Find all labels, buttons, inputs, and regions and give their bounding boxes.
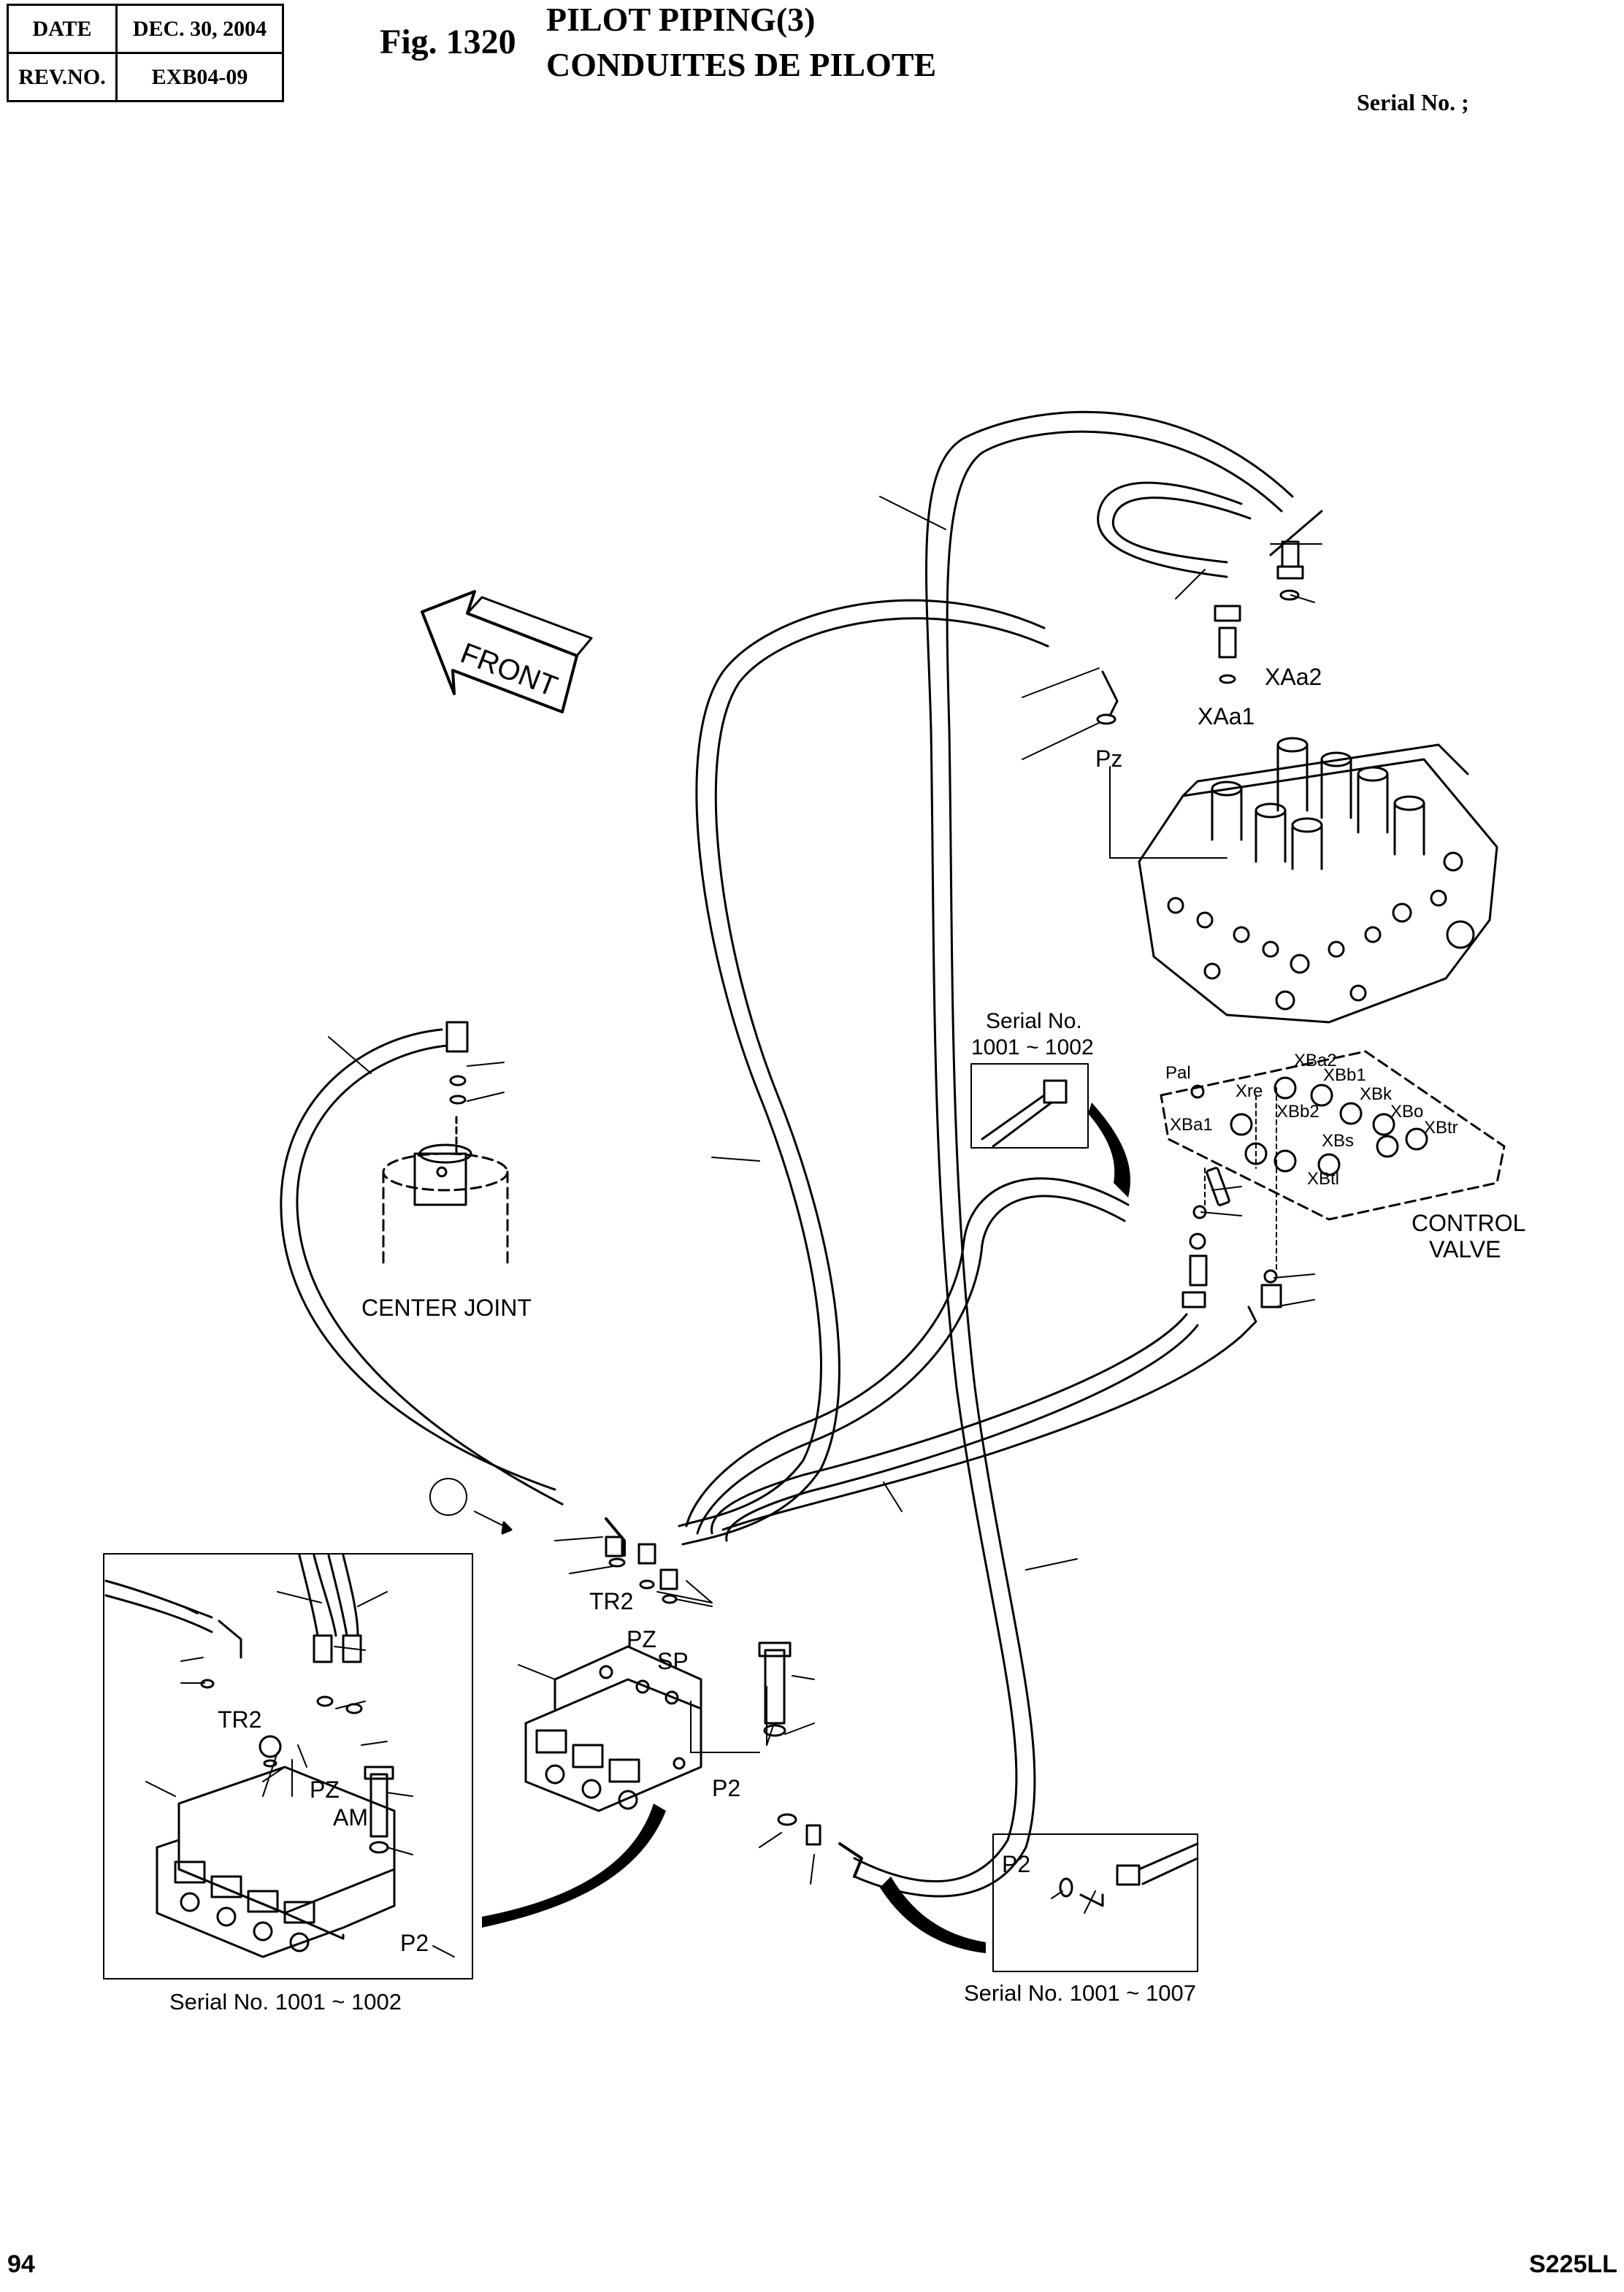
label-xbtr: XBtr <box>1424 1118 1458 1138</box>
label-xbb2: XBb2 <box>1276 1102 1320 1122</box>
cv-fittings <box>1181 1167 1282 1338</box>
label-xaa2: XAa2 <box>1265 664 1322 690</box>
control-valve-body <box>1138 737 1498 1024</box>
label-p2: P2 <box>712 1775 740 1801</box>
label-xbk: XBk <box>1360 1084 1393 1104</box>
rev-value: EXB04-09 <box>115 52 284 102</box>
label-inset-pz: PZ <box>310 1777 340 1803</box>
label-xba1: XBa1 <box>1170 1115 1213 1135</box>
top-inset <box>970 1063 1089 1149</box>
diagram-labels: XAa2 XAa1 Pz Serial No. 1001 ~ 1002 Pal … <box>169 664 1525 2015</box>
spool-caps <box>1211 737 1425 870</box>
detail-marker <box>429 1478 513 1535</box>
serial-number-heading: Serial No. ; <box>1357 89 1469 115</box>
label-pz: PZ <box>627 1626 656 1652</box>
label-center-joint: CENTER JOINT <box>361 1295 532 1321</box>
label-inset-serial: Serial No. 1001 ~ 1002 <box>169 1989 402 2015</box>
date-value: DEC. 30, 2004 <box>115 4 284 54</box>
label-inset-tr2: TR2 <box>218 1706 261 1733</box>
date-label: DATE <box>7 4 118 54</box>
center-joint <box>382 1116 509 1265</box>
left-inset <box>103 1553 473 1979</box>
label-tr2: TR2 <box>589 1588 633 1614</box>
long-hose-loop <box>853 410 1294 1898</box>
top-fittings <box>1096 481 1323 725</box>
label-control: CONTROL <box>1412 1210 1525 1236</box>
label-xbo: XBo <box>1390 1102 1423 1122</box>
pilot-block-fittings <box>605 1517 863 1878</box>
label-xbb1: XBb1 <box>1323 1065 1366 1085</box>
label-serial-cv-2: 1001 ~ 1002 <box>971 1035 1094 1059</box>
title-english: PILOT PIPING(3) <box>546 1 816 38</box>
label-sp: SP <box>657 1648 689 1674</box>
label-inset2-p2: P2 <box>1002 1851 1030 1877</box>
valve-ports <box>1167 851 1475 1011</box>
model-code: S225LL <box>1529 2250 1617 2278</box>
label-pz-top: Pz <box>1095 746 1122 772</box>
page-number: 94 <box>7 2250 35 2278</box>
center-joint-fitting <box>445 1021 469 1105</box>
title-french: CONDUITES DE PILOTE <box>546 46 937 83</box>
front-arrow: FRONT <box>421 590 593 713</box>
right-inset <box>992 1833 1199 1972</box>
control-valve-port-plate <box>1160 1050 1506 1221</box>
label-inset-p2: P2 <box>400 1930 429 1956</box>
label-valve: VALVE <box>1429 1236 1501 1262</box>
label-serial-cv-1: Serial No. <box>986 1009 1082 1033</box>
label-xba2: XBa2 <box>1294 1051 1337 1070</box>
center-joint-hose <box>280 1028 564 1506</box>
label-pal: Pal <box>1165 1063 1191 1083</box>
revision-table: DATE DEC. 30, 2004 REV.NO. EXB04-09 <box>7 4 284 102</box>
label-xaa1: XAa1 <box>1198 703 1255 729</box>
rev-label: REV.NO. <box>7 52 118 102</box>
label-xbs: XBs <box>1322 1131 1354 1151</box>
label-xbtl: XBtl <box>1307 1169 1339 1189</box>
pz-supply-hose <box>678 599 1049 1546</box>
control-valve-return-hose <box>685 1177 1243 1542</box>
thick-leaders <box>482 1103 1130 1953</box>
pilot-block <box>524 1645 702 1812</box>
label-inset2-serial: Serial No. 1001 ~ 1007 <box>964 1980 1196 2006</box>
figure-number: Fig. 1320 <box>380 23 516 61</box>
label-inset-am: AM <box>333 1804 368 1831</box>
leader-lines <box>145 496 1322 1958</box>
label-xre: Xre <box>1236 1081 1263 1101</box>
